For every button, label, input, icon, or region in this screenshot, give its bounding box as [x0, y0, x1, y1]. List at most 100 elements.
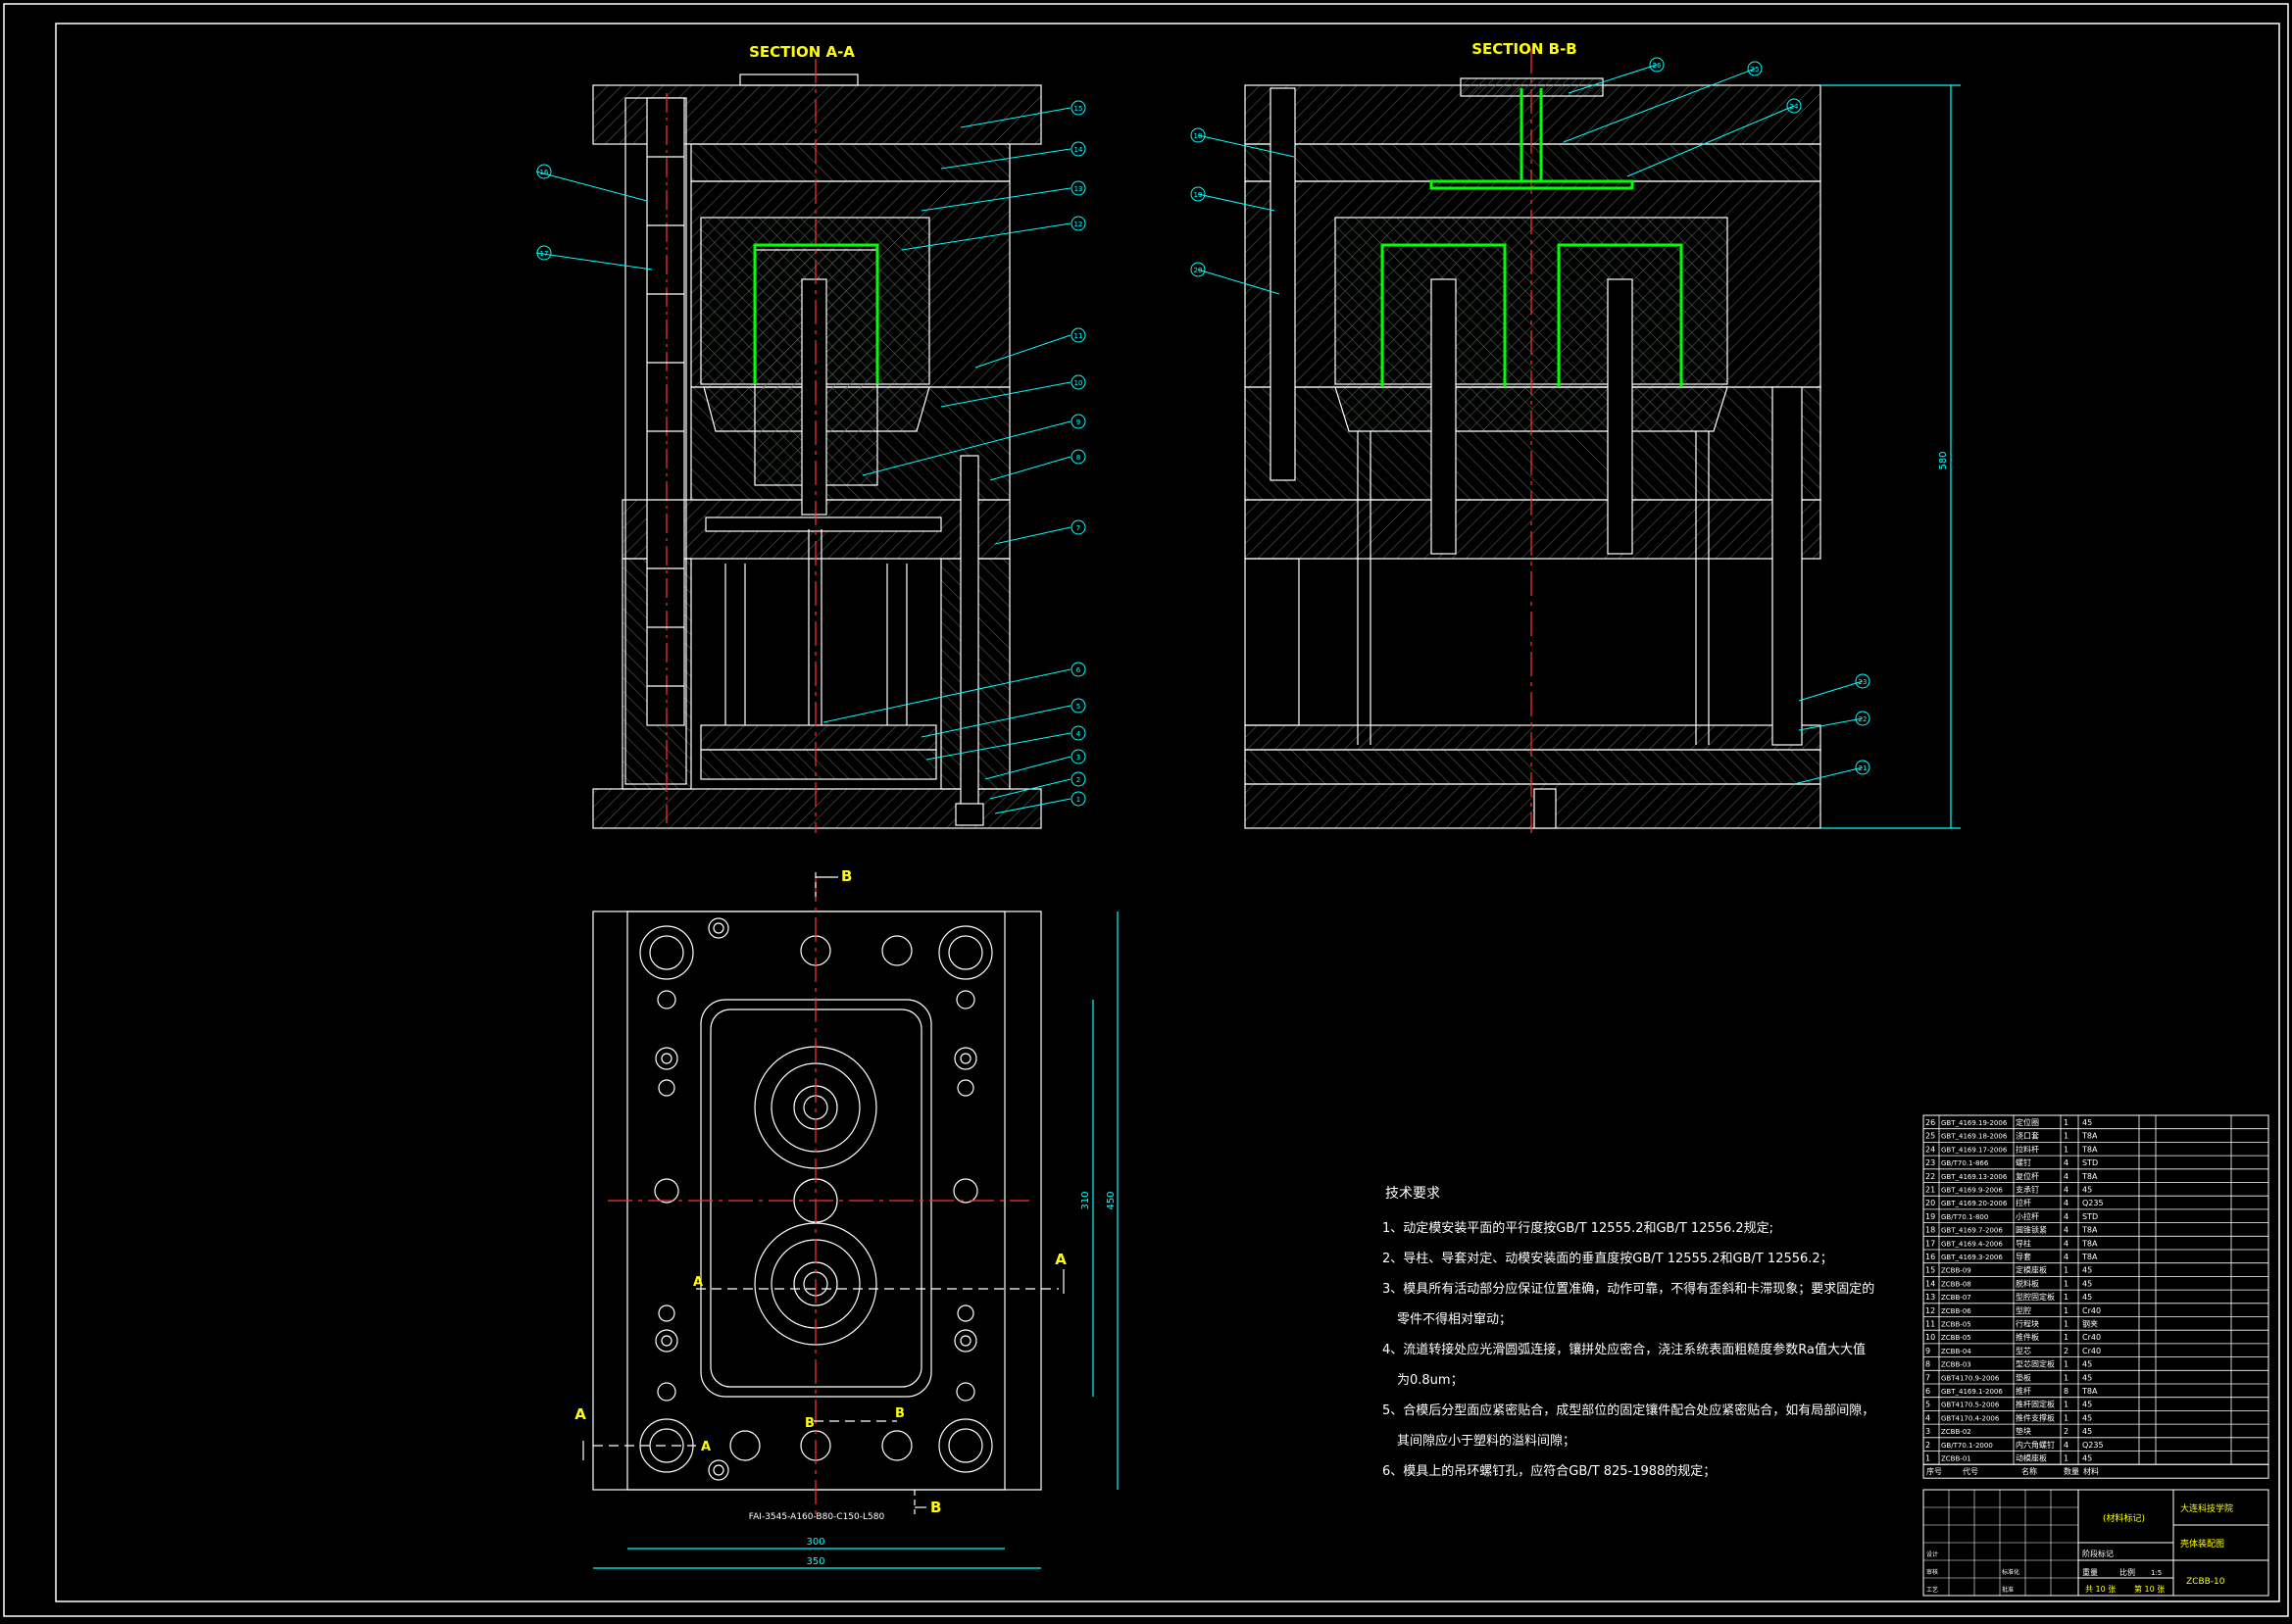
bom-cell: 45	[2082, 1266, 2092, 1275]
bom-cell: 22	[1925, 1172, 1935, 1181]
bom-cell: T8A	[2081, 1226, 2098, 1235]
bom-cell: GB/T70.1-800	[1941, 1213, 1988, 1221]
bom-cell: T8A	[2081, 1145, 2098, 1154]
balloon: 22	[1798, 711, 1870, 731]
balloon: 3	[984, 749, 1086, 780]
bom-cell: 内六角螺钉	[2016, 1440, 2055, 1450]
tech-req-item: 1、动定模安装平面的平行度按GB/T 12555.2和GB/T 12556.2规…	[1382, 1220, 1773, 1236]
bom-cell: 型芯固定板	[2016, 1359, 2055, 1369]
bom-cell: 14	[1925, 1279, 1935, 1288]
bom-cell: GBT_4169.4-2006	[1941, 1240, 2003, 1248]
dim-plan-inner-height: 310	[1080, 1191, 1091, 1209]
balloon: 26	[1568, 57, 1665, 94]
section-aa-title: SECTION A-A	[749, 43, 855, 61]
bom-cell: 垫板	[2016, 1372, 2031, 1382]
bom-cell: ZCBB-06	[1941, 1307, 1971, 1315]
balloon-label: 20	[1194, 267, 1203, 274]
balloon-label: 15	[1074, 105, 1083, 113]
balloon-label: 24	[1790, 103, 1799, 111]
title-stage-label: 阶段标记	[2082, 1549, 2114, 1558]
bom-cell: T8A	[2081, 1132, 2098, 1141]
tech-req-heading: 技术要求	[1385, 1186, 1440, 1202]
bom-cell: 1	[2064, 1293, 2068, 1302]
bom-cell: 螺钉	[2016, 1157, 2031, 1167]
bom-cell: 动模座板	[2016, 1453, 2047, 1463]
tech-req-item: 其间隙应小于塑料的溢料间隙；	[1397, 1433, 1575, 1449]
balloon: 9	[862, 414, 1086, 476]
tech-req-item: 3、模具所有活动部分应保证位置准确，动作可靠，不得有歪斜和卡滞现象；要求固定的	[1382, 1281, 1874, 1297]
balloon: 16	[535, 164, 648, 202]
mold-base-code: FAI-3545-A160-B80-C150-L580	[749, 1512, 885, 1522]
bom-cell: 支承钉	[2016, 1185, 2039, 1195]
bom-cell: 小拉杆	[2016, 1211, 2039, 1221]
balloon: 14	[940, 141, 1086, 170]
tech-req-item: 零件不得相对窜动；	[1397, 1311, 1512, 1327]
bom-cell: 2	[2064, 1347, 2068, 1355]
bom-cell: ZCBB-04	[1941, 1348, 1971, 1355]
bom-cell: 5	[1925, 1401, 1930, 1409]
bom-cell: GBT_4169.3-2006	[1941, 1254, 2003, 1261]
balloon-label: 16	[540, 169, 549, 176]
bom-cell: GBT_4169.17-2006	[1941, 1146, 2008, 1154]
bom-cell: 钢夹	[2082, 1319, 2098, 1329]
bom-cell: ZCBB-09	[1941, 1267, 1971, 1275]
section-mark-b-top: B	[841, 867, 852, 885]
bom-cell: Q235	[2082, 1199, 2104, 1207]
bom-cell: 45	[2082, 1186, 2092, 1195]
bom-cell: GBT4170.5-2006	[1941, 1402, 2000, 1409]
bom-cell: 拉料杆	[2016, 1144, 2039, 1154]
balloon-label: 5	[1076, 703, 1080, 711]
bom-header-cell: 代号	[1963, 1466, 1978, 1476]
bom-cell: 45	[2082, 1293, 2092, 1302]
section-mark-a-right: A	[1055, 1251, 1067, 1268]
title-weight-label: 重量	[2082, 1567, 2098, 1577]
balloon-label: 25	[1751, 66, 1760, 74]
bom-cell: 1	[2064, 1360, 2068, 1369]
bom-cell: T8A	[2081, 1387, 2098, 1396]
bom-cell: 45	[2082, 1373, 2092, 1382]
tech-req-item: 6、模具上的吊环螺钉孔，应符合GB/T 825-1988的规定；	[1382, 1463, 1716, 1479]
dim-plan-outer-width: 350	[806, 1556, 824, 1567]
dim-plan-inner-width: 300	[806, 1537, 824, 1548]
section-bb-view	[1244, 49, 1961, 833]
bom-cell: GBT4170.9-2006	[1941, 1374, 2000, 1382]
balloon-label: 10	[1074, 379, 1083, 387]
tech-req-item: 2、导柱、导套对定、动模安装面的垂直度按GB/T 12555.2和GB/T 12…	[1382, 1251, 1833, 1266]
bom-cell: 1	[2064, 1413, 2068, 1422]
title-drawing-no: ZCBB-10	[2186, 1577, 2225, 1587]
title-sheet-no: 第 10 张	[2134, 1584, 2165, 1594]
bom-cell: 定位圈	[2016, 1117, 2039, 1127]
dim-total-height: 580	[1938, 451, 1949, 469]
bom-cell: 1	[2064, 1333, 2068, 1342]
balloon-label: 18	[1194, 132, 1203, 140]
bom-cell: 12	[1925, 1306, 1935, 1315]
bom-cell: 45	[2082, 1279, 2092, 1288]
bom-cell: 8	[1925, 1360, 1930, 1369]
bom-cell: 脱料板	[2016, 1278, 2039, 1288]
bom-cell: 25	[1925, 1132, 1935, 1141]
balloon-label: 9	[1076, 418, 1080, 426]
balloon-label: 7	[1076, 524, 1080, 532]
bom-cell: 推件支撑板	[2016, 1412, 2055, 1422]
bom-cell: 9	[1925, 1347, 1930, 1355]
balloon: 11	[974, 327, 1086, 369]
bom-cell: 13	[1925, 1293, 1935, 1302]
balloon: 21	[1793, 760, 1870, 785]
title-designer-label: 设计	[1926, 1550, 1938, 1558]
balloon-label: 2	[1076, 776, 1080, 784]
tech-req-item: 5、合模后分型面应紧密贴合，成型部位的固定镶件配合处应紧密贴合，如有局部间隙，	[1382, 1403, 1874, 1418]
balloon-label: 17	[540, 250, 549, 258]
bom-header-cell: 名称	[2021, 1466, 2037, 1476]
bom-cell: 45	[2082, 1427, 2092, 1436]
title-std-label: 标准化	[2002, 1568, 2019, 1576]
bom-cell: 4	[2064, 1226, 2068, 1235]
bom-cell: 拉杆	[2016, 1198, 2031, 1207]
bom-cell: 复位杆	[2016, 1171, 2039, 1181]
bom-cell: 11	[1925, 1320, 1935, 1329]
bom-cell: T8A	[2081, 1239, 2098, 1248]
balloon: 1	[994, 791, 1086, 814]
